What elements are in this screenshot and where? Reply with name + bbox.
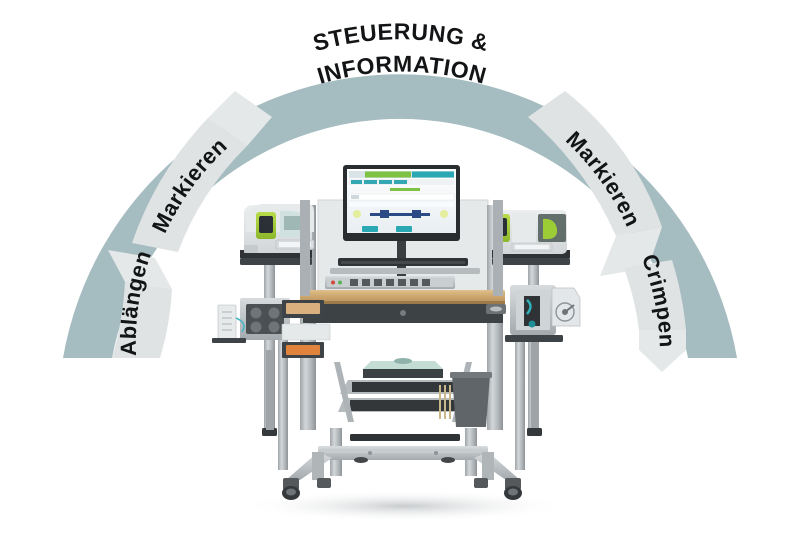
cutting-unit-left bbox=[212, 210, 331, 436]
control-strip bbox=[325, 276, 455, 289]
segment-ablaengen[interactable] bbox=[100, 236, 172, 358]
uprights bbox=[300, 200, 503, 296]
arc-segments bbox=[100, 91, 686, 372]
monitor bbox=[343, 165, 460, 281]
under-bench-trays bbox=[334, 358, 492, 427]
waste-bin bbox=[452, 375, 490, 427]
crimping-unit-right bbox=[492, 215, 581, 436]
segment-crimpen[interactable] bbox=[624, 260, 686, 372]
floor-shadow bbox=[240, 490, 570, 522]
segment-markieren-left[interactable] bbox=[132, 91, 272, 252]
worktop bbox=[300, 290, 506, 323]
arc-header-line1: STEUERUNG & bbox=[310, 18, 491, 56]
arc-segment-labels: Ablängen Markieren Markieren Crimpen bbox=[116, 126, 680, 356]
marking-printer-left bbox=[240, 203, 315, 258]
worktop-surface bbox=[300, 290, 505, 303]
base-frame bbox=[282, 428, 522, 500]
segment-markieren-right[interactable] bbox=[528, 91, 662, 276]
keyboard-tray bbox=[330, 258, 480, 274]
